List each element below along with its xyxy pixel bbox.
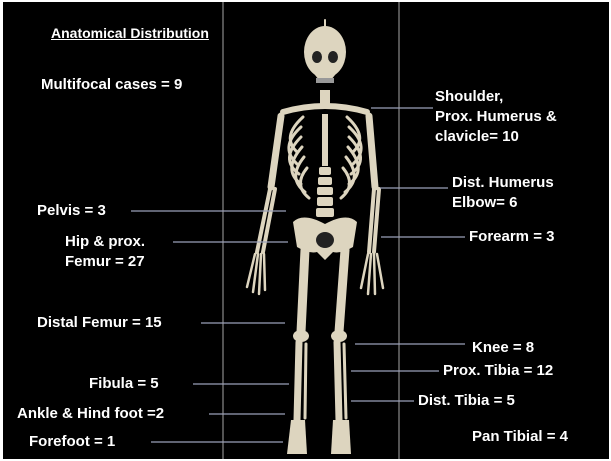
label-dist-tibia: Dist. Tibia = 5	[418, 392, 515, 410]
label-knee: Knee = 8	[472, 339, 534, 357]
label-ankle-hind-foot: Ankle & Hind foot =2	[17, 405, 164, 423]
diagram-title: Anatomical Distribution	[51, 24, 209, 42]
label-prox-tibia: Prox. Tibia = 12	[443, 362, 553, 380]
skeleton-illustration	[247, 20, 383, 454]
label-pelvis: Pelvis = 3	[37, 202, 106, 220]
label-shoulder-line3: clavicle= 10	[435, 128, 519, 146]
label-multifocal: Multifocal cases = 9	[41, 76, 182, 94]
label-forefoot: Forefoot = 1	[29, 433, 115, 451]
label-shoulder-line2: Prox. Humerus &	[435, 108, 557, 126]
label-dist-humerus-line1: Dist. Humerus	[452, 174, 554, 192]
label-dist-humerus-line2: Elbow= 6	[452, 194, 517, 212]
label-hip-line1: Hip & prox.	[65, 233, 145, 251]
label-shoulder-line1: Shoulder,	[435, 88, 503, 106]
label-pan-tibial: Pan Tibial = 4	[472, 428, 568, 446]
slide-panel: Anatomical Distribution Multifocal cases…	[3, 2, 609, 459]
label-fibula: Fibula = 5	[89, 375, 159, 393]
label-forearm: Forearm = 3	[469, 228, 554, 246]
label-distal-femur: Distal Femur = 15	[37, 314, 162, 332]
label-hip-line2: Femur = 27	[65, 253, 145, 271]
